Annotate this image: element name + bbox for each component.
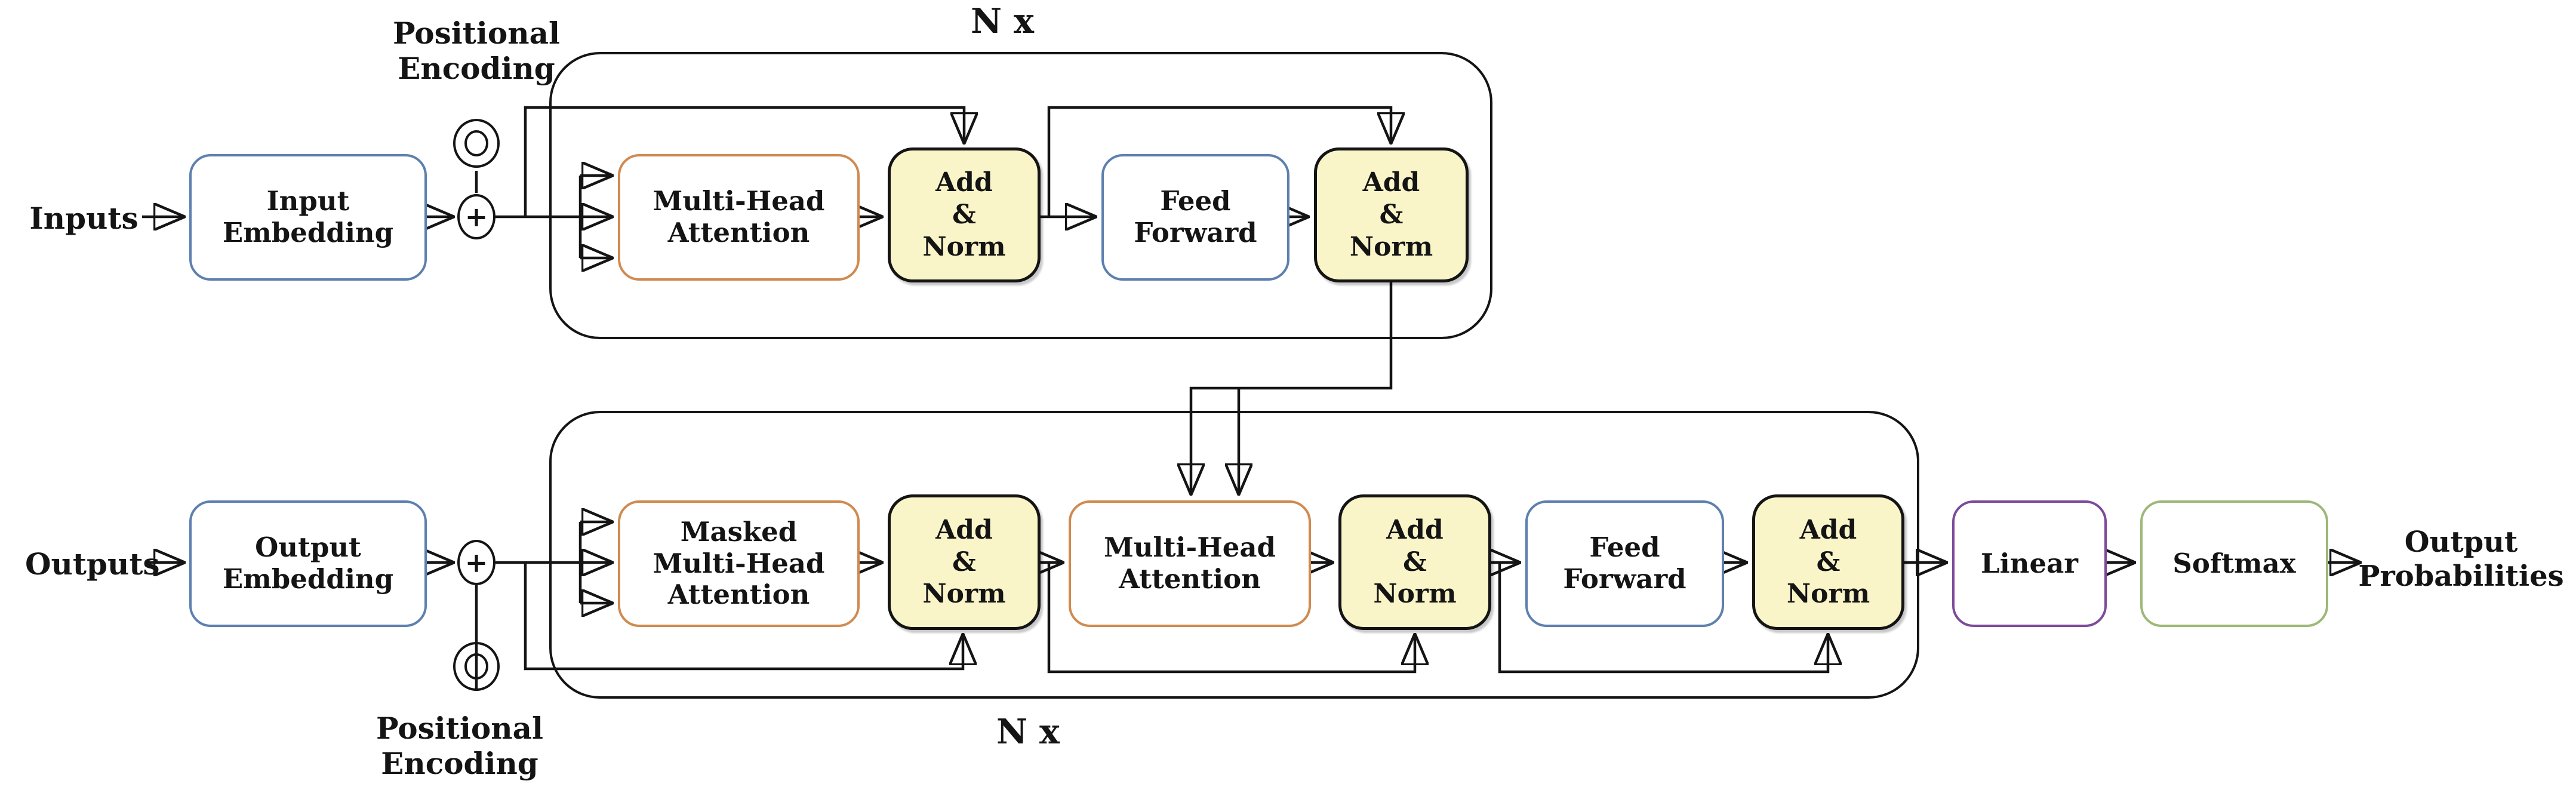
encoder-multi-head-attention-label: Multi-Head Attention [653,185,825,248]
decoder-repeat-count-label: N x [996,712,1060,752]
encoder-add-norm-2-label: Add & Norm [1349,167,1433,262]
wire-encoder-residual-2 [1047,106,1391,217]
output-embedding-label: Output Embedding [222,531,394,595]
output-embedding-box: Output Embedding [189,500,427,627]
positional-encoding-inner-ring-icon [464,653,488,680]
positional-encoding-inner-ring-icon [464,130,488,156]
encoder-multi-head-attention-box: Multi-Head Attention [618,154,860,281]
masked-multi-head-attention-box: Masked Multi-Head Attention [618,500,860,627]
wire-encoder-to-decoder-kv-1 [1191,282,1393,494]
encoder-feed-forward-label: Feed Forward [1134,185,1257,248]
inputs-label: Inputs [29,201,139,236]
decoder-multi-head-attention-label: Multi-Head Attention [1104,531,1276,595]
softmax-box: Softmax [2140,500,2328,627]
decoder-add-norm-3-label: Add & Norm [1786,514,1870,610]
encoder-stack-frame [549,52,1492,339]
decoder-add-norm-3-box: Add & Norm [1752,494,1904,630]
decoder-positional-encoding-icon [453,642,500,691]
encoder-repeat-count-label: N x [971,1,1034,41]
encoder-add-node: + [457,194,495,239]
input-embedding-box: Input Embedding [189,154,427,281]
encoder-feed-forward-box: Feed Forward [1101,154,1289,281]
decoder-positional-encoding-label: Positional Encoding [376,711,543,781]
wire-decoder-residual-1 [524,563,963,671]
input-embedding-label: Input Embedding [222,185,394,248]
masked-multi-head-attention-label: Masked Multi-Head Attention [653,516,825,611]
decoder-feed-forward-label: Feed Forward [1563,531,1686,595]
encoder-add-norm-1-label: Add & Norm [922,167,1006,262]
decoder-add-norm-1-box: Add & Norm [888,494,1041,630]
plus-icon: + [464,546,488,579]
wire-decoder-residual-2 [1047,563,1415,674]
linear-box: Linear [1952,500,2107,627]
encoder-add-norm-2-box: Add & Norm [1314,147,1469,282]
decoder-add-norm-2-label: Add & Norm [1373,514,1457,610]
decoder-feed-forward-box: Feed Forward [1525,500,1724,627]
outputs-label: Outputs [25,546,160,582]
decoder-multi-head-attention-box: Multi-Head Attention [1069,500,1311,627]
wire-encoder-residual-1 [524,106,964,217]
output-probabilities-label: Output Probabilities [2358,525,2564,593]
softmax-label: Softmax [2172,547,2296,579]
decoder-add-norm-1-label: Add & Norm [922,514,1006,610]
encoder-positional-encoding-label: Positional Encoding [393,16,560,86]
encoder-add-norm-1-box: Add & Norm [888,147,1041,282]
decoder-add-norm-2-box: Add & Norm [1338,494,1491,630]
decoder-add-node: + [457,540,495,585]
plus-icon: + [464,201,488,233]
encoder-positional-encoding-icon [453,119,500,168]
wire-decoder-residual-3 [1498,563,1828,674]
linear-label: Linear [1981,547,2078,579]
